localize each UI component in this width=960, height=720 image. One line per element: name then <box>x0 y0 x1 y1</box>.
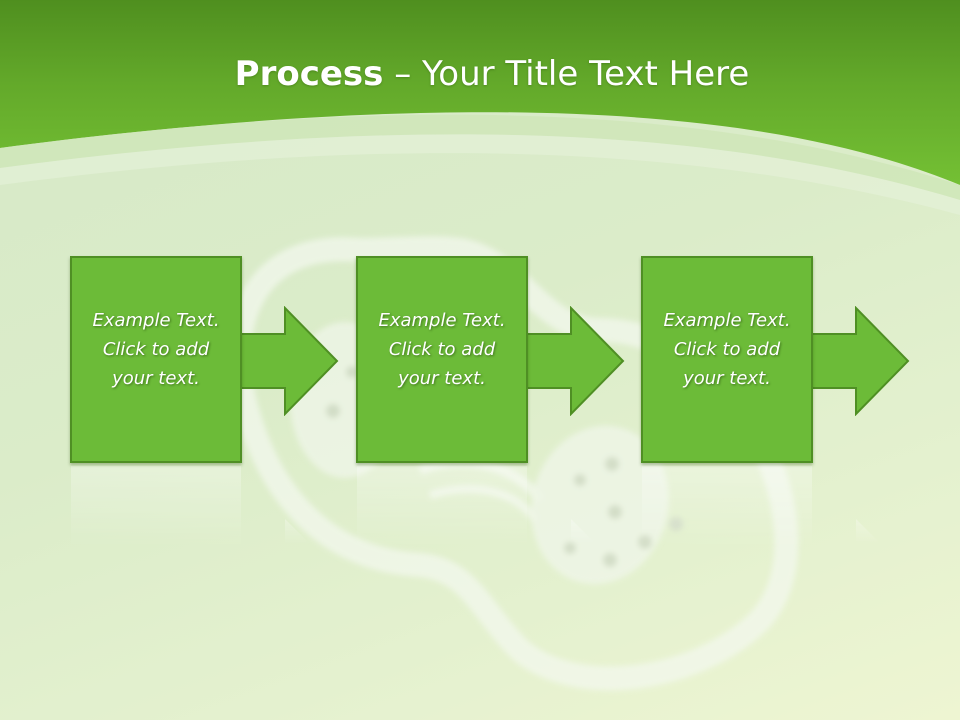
title-bold: Process <box>234 54 384 94</box>
process-step-1-text: Example Text. Click to add your text. <box>92 310 220 389</box>
arrow-right-icon <box>240 306 339 416</box>
process-step-2[interactable]: Example Text. Click to add your text. <box>356 256 528 463</box>
process-step-3-text: Example Text. Click to add your text. <box>663 310 791 389</box>
arrow-right-icon <box>526 306 625 416</box>
process-step-1[interactable]: Example Text. Click to add your text. <box>70 256 242 463</box>
steps-reflection <box>71 466 881 546</box>
title-rest: Your Title Text Here <box>422 54 750 94</box>
header-band <box>0 0 960 185</box>
header-swoosh <box>0 114 960 200</box>
process-step-3[interactable]: Example Text. Click to add your text. <box>641 256 813 463</box>
page-title: Process – Your Title Text Here <box>0 52 960 96</box>
process-step-2-text: Example Text. Click to add your text. <box>378 310 506 389</box>
arrow-right-icon <box>811 306 910 416</box>
title-separator: – <box>383 54 423 94</box>
